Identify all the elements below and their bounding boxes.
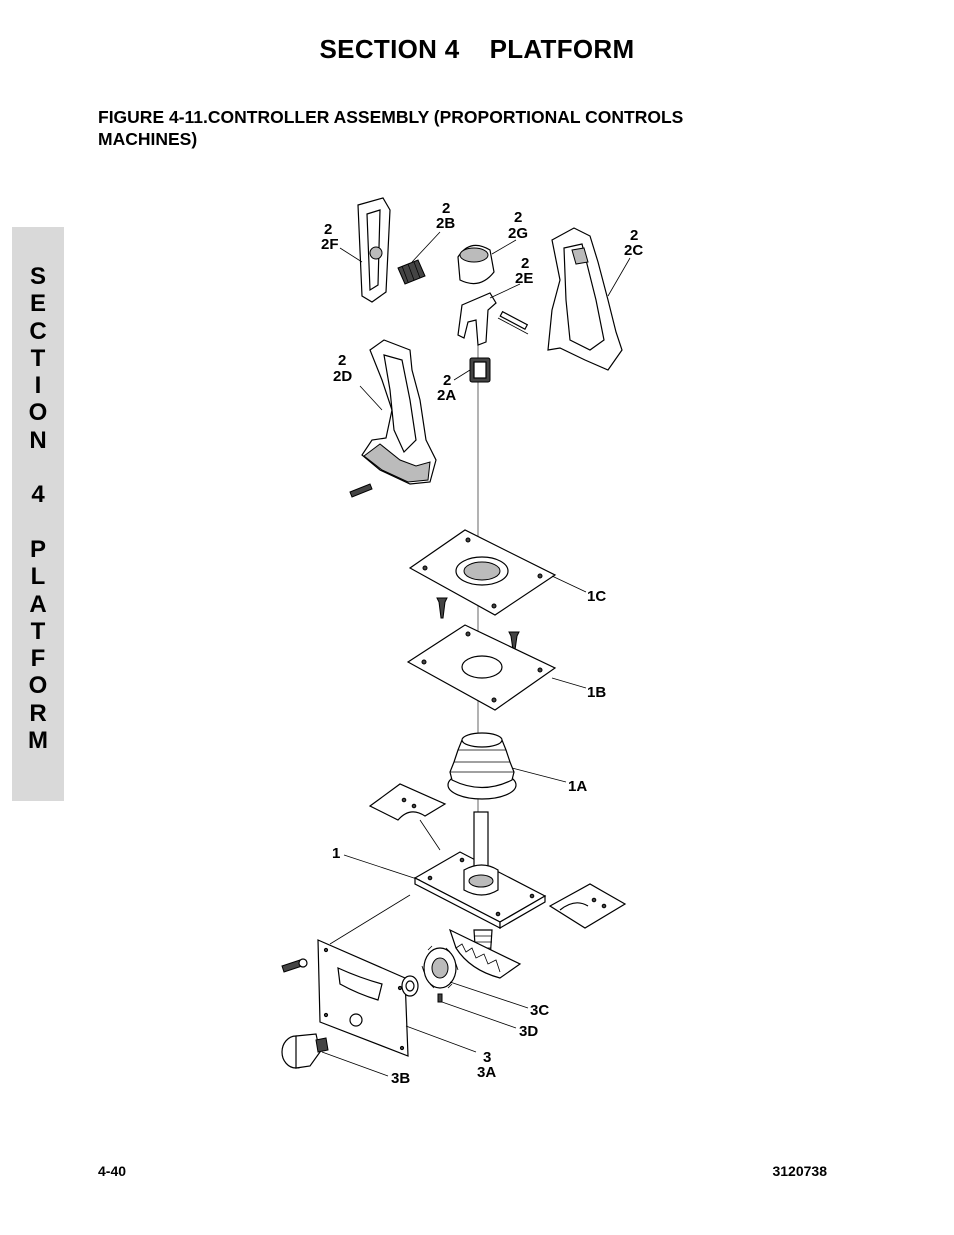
tab-letter: O	[28, 672, 48, 700]
document-number: 3120738	[772, 1163, 827, 1179]
part-3d-pin	[437, 993, 443, 1003]
part-2e-trigger	[457, 292, 529, 346]
callout-2f: 2 2F	[321, 221, 339, 253]
tab-letter: T	[30, 617, 46, 645]
svg-text:2A: 2A	[437, 387, 456, 404]
callout-1b: 1B	[587, 684, 606, 701]
tab-letter: T	[30, 344, 46, 372]
tab-letter: C	[29, 317, 47, 345]
callout-3: 3 3A	[477, 1049, 496, 1081]
callout-2e: 2 2E	[515, 255, 533, 287]
callout-1: 1	[332, 845, 340, 862]
part-1c-top-plate	[408, 529, 557, 616]
callout-2g: 2 2G	[508, 209, 528, 242]
part-1-controller-base	[413, 811, 547, 930]
callout-3d: 3D	[519, 1023, 538, 1040]
svg-text:2C: 2C	[624, 242, 643, 259]
tab-letter: S	[29, 263, 46, 290]
tab-letter: L	[30, 563, 46, 591]
part-2d-handle-half	[349, 339, 437, 498]
part-cover-plate-right	[548, 883, 627, 929]
callout-2d: 2 2D	[333, 352, 352, 385]
tab-letter: A	[29, 590, 47, 618]
tab-letter: E	[29, 290, 46, 318]
tab-letter: N	[29, 426, 47, 454]
part-gear-sector	[448, 928, 522, 979]
callout-2b: 2 2B	[436, 200, 455, 232]
tab-letter: F	[30, 645, 46, 673]
tab-letter: M	[28, 727, 48, 755]
svg-text:2: 2	[443, 372, 451, 389]
svg-text:2F: 2F	[321, 236, 339, 253]
part-2c-handle-half	[547, 227, 623, 371]
svg-text:2: 2	[630, 227, 638, 244]
part-2f-side-plate	[357, 197, 391, 303]
section-title: SECTION 4 PLATFORM	[319, 34, 635, 64]
callout-1a: 1A	[568, 778, 587, 795]
svg-text:3A: 3A	[477, 1064, 496, 1081]
tab-letter: P	[29, 535, 46, 563]
part-washer	[401, 975, 419, 997]
part-1b-middle-plate	[406, 624, 557, 711]
page-number: 4-40	[98, 1163, 127, 1179]
tab-letter: I	[34, 372, 42, 400]
side-tab-letters: S E C T I O N 4 P L A T F O R M	[12, 227, 64, 754]
part-plate-mount-screw	[281, 958, 308, 973]
svg-text:2D: 2D	[333, 368, 352, 385]
part-3b-potentiometer	[281, 1033, 329, 1069]
callout-2c: 2 2C	[624, 227, 643, 259]
callout-2a: 2 2A	[437, 372, 456, 404]
part-cover-plate-left	[368, 783, 447, 821]
callout-1c: 1C	[587, 588, 606, 605]
part-2a-switch	[469, 357, 491, 383]
svg-text:2: 2	[514, 209, 522, 226]
svg-text:2: 2	[521, 255, 529, 272]
leader-lines	[321, 231, 631, 1077]
callout-3c: 3C	[530, 1002, 549, 1019]
tab-letter: 4	[31, 481, 45, 509]
svg-text:2E: 2E	[515, 270, 533, 287]
svg-text:2: 2	[338, 352, 346, 369]
part-3c-gear	[421, 945, 459, 989]
callout-3b: 3B	[391, 1070, 410, 1087]
part-2b-spring	[397, 259, 426, 285]
tab-letter: O	[28, 399, 48, 427]
figure-caption: FIGURE 4-11.CONTROLLER ASSEMBLY (PROPORT…	[98, 107, 684, 149]
tab-letter: R	[29, 699, 47, 727]
svg-text:3: 3	[483, 1049, 491, 1066]
svg-text:2G: 2G	[508, 225, 528, 242]
part-1a-boot	[447, 732, 517, 800]
part-3-mount-plate	[317, 939, 409, 1057]
svg-text:2: 2	[324, 221, 332, 238]
svg-text:2B: 2B	[436, 215, 455, 232]
svg-text:2: 2	[442, 200, 450, 217]
part-2g-knob	[457, 244, 495, 285]
section-side-tab[interactable]: S E C T I O N 4 P L A T F O R M	[12, 227, 64, 801]
